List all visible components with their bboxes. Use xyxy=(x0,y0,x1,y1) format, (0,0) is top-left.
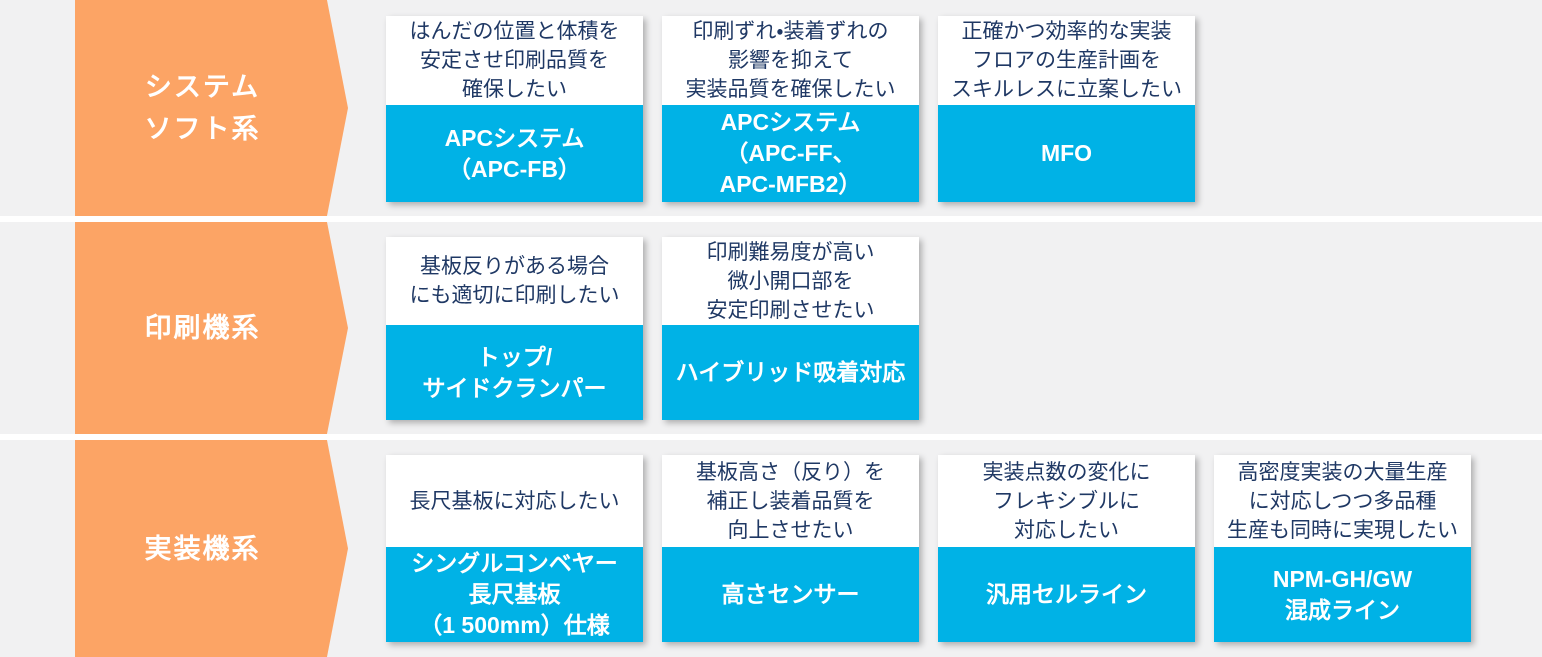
solution-card[interactable]: はんだの位置と体積を 安定させ印刷品質を 確保したい APCシステム （APC-… xyxy=(386,16,643,202)
need-text: 基板高さ（反り）を 補正し装着品質を 向上させたい xyxy=(662,455,919,547)
need-text: 実装点数の変化に フレキシブルに 対応したい xyxy=(938,455,1195,547)
solution-label: シングルコンベヤー 長尺基板 （1 500mm）仕様 xyxy=(386,547,643,642)
category-label: 実装機系 xyxy=(144,533,261,564)
row-printing-machines: 印刷機系 基板反りがある場合 にも適切に印刷したい トップ/ サイドクランパー … xyxy=(0,222,1542,434)
solution-label: APCシステム （APC-FB） xyxy=(386,105,643,202)
row-divider xyxy=(0,216,1542,222)
need-text: 印刷ずれ・装着ずれの 影響を抑えて 実装品質を確保したい xyxy=(662,16,919,105)
card-group: はんだの位置と体積を 安定させ印刷品質を 確保したい APCシステム （APC-… xyxy=(386,16,1195,202)
need-text: 長尺基板に対応したい xyxy=(386,455,643,547)
solution-label: NPM-GH/GW 混成ライン xyxy=(1214,547,1471,642)
solution-card[interactable]: 実装点数の変化に フレキシブルに 対応したい 汎用セルライン xyxy=(938,455,1195,642)
category-chevron-printing: 印刷機系 xyxy=(75,222,348,434)
solution-card[interactable]: 正確かつ効率的な実装 フロアの生産計画を スキルレスに立案したい MFO xyxy=(938,16,1195,202)
solution-card[interactable]: 印刷ずれ・装着ずれの 影響を抑えて 実装品質を確保したい APCシステム （AP… xyxy=(662,16,919,202)
category-label: 印刷機系 xyxy=(144,313,261,343)
row-mounting-machines: 実装機系 長尺基板に対応したい シングルコンベヤー 長尺基板 （1 500mm）… xyxy=(0,440,1542,657)
solution-label: 汎用セルライン xyxy=(938,547,1195,642)
need-text: 基板反りがある場合 にも適切に印刷したい xyxy=(386,237,643,325)
category-label: システム ソフト系 xyxy=(144,72,261,144)
solution-card[interactable]: 印刷難易度が高い 微小開口部を 安定印刷させたい ハイブリッド吸着対応 xyxy=(662,237,919,420)
row-divider xyxy=(0,434,1542,440)
need-text: 正確かつ効率的な実装 フロアの生産計画を スキルレスに立案したい xyxy=(938,16,1195,105)
solution-label: 高さセンサー xyxy=(662,547,919,642)
solution-label: APCシステム （APC-FF、 APC-MFB2） xyxy=(662,105,919,202)
need-text: 高密度実装の大量生産 に対応しつつ多品種 生産も同時に実現したい xyxy=(1214,455,1471,547)
solution-label: トップ/ サイドクランパー xyxy=(386,325,643,420)
need-text: 印刷難易度が高い 微小開口部を 安定印刷させたい xyxy=(662,237,919,325)
solution-label: MFO xyxy=(938,105,1195,202)
category-chevron-system-software: システム ソフト系 xyxy=(75,0,348,216)
solution-card[interactable]: 高密度実装の大量生産 に対応しつつ多品種 生産も同時に実現したい NPM-GH/… xyxy=(1214,455,1471,642)
solution-card[interactable]: 基板高さ（反り）を 補正し装着品質を 向上させたい 高さセンサー xyxy=(662,455,919,642)
card-group: 長尺基板に対応したい シングルコンベヤー 長尺基板 （1 500mm）仕様 基板… xyxy=(386,455,1471,642)
row-system-software: システム ソフト系 はんだの位置と体積を 安定させ印刷品質を 確保したい APC… xyxy=(0,0,1542,216)
card-group: 基板反りがある場合 にも適切に印刷したい トップ/ サイドクランパー 印刷難易度… xyxy=(386,237,919,420)
solution-label: ハイブリッド吸着対応 xyxy=(662,325,919,420)
need-text: はんだの位置と体積を 安定させ印刷品質を 確保したい xyxy=(386,16,643,105)
solution-card[interactable]: 長尺基板に対応したい シングルコンベヤー 長尺基板 （1 500mm）仕様 xyxy=(386,455,643,642)
category-chevron-mounting: 実装機系 xyxy=(75,440,348,657)
solution-card[interactable]: 基板反りがある場合 にも適切に印刷したい トップ/ サイドクランパー xyxy=(386,237,643,420)
